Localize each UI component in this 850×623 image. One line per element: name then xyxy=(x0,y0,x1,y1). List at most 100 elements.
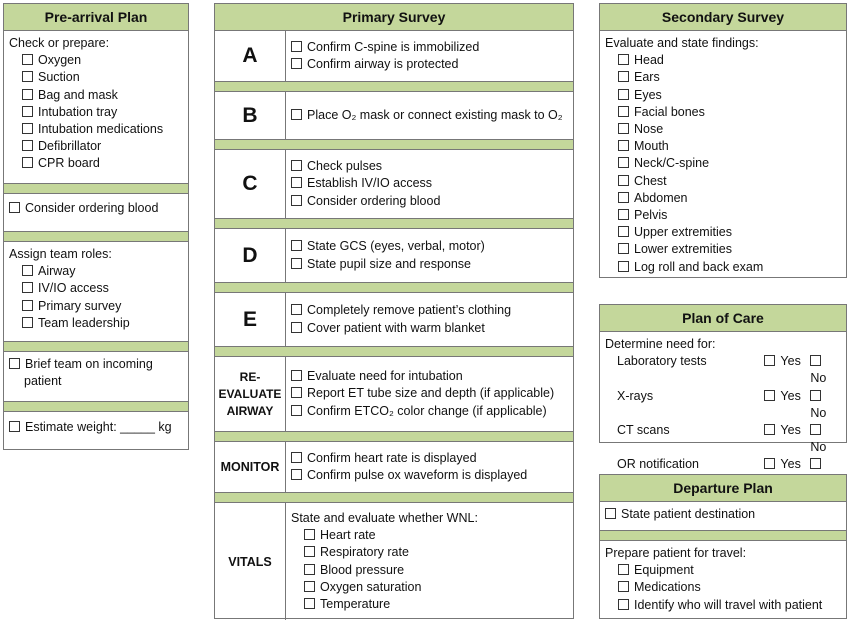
separator xyxy=(215,346,573,357)
checkbox[interactable] xyxy=(22,299,33,311)
checkbox[interactable] xyxy=(618,54,629,66)
yes-checkbox[interactable] xyxy=(764,389,776,401)
separator xyxy=(215,218,573,229)
yes-label: Yes xyxy=(780,388,801,403)
checkbox[interactable] xyxy=(22,157,33,169)
yes-option: Yes xyxy=(764,353,810,387)
secondary-item-label: Head xyxy=(634,53,664,68)
checkbox[interactable] xyxy=(304,546,315,558)
checkbox[interactable] xyxy=(291,58,302,69)
checkbox[interactable] xyxy=(291,240,302,252)
checkbox[interactable] xyxy=(22,123,33,135)
checkbox[interactable] xyxy=(618,243,629,255)
checkbox[interactable] xyxy=(618,226,629,238)
checkbox[interactable] xyxy=(291,451,302,463)
checkbox[interactable] xyxy=(291,370,302,382)
checkbox[interactable] xyxy=(618,209,629,221)
no-checkbox[interactable] xyxy=(810,458,822,470)
checkbox[interactable] xyxy=(618,598,629,610)
checkbox[interactable] xyxy=(22,71,33,83)
checkbox[interactable] xyxy=(22,88,33,100)
vital-item-label: Blood pressure xyxy=(320,562,405,577)
checkbox[interactable] xyxy=(618,140,629,152)
checkbox[interactable] xyxy=(291,160,302,172)
yes-checkbox[interactable] xyxy=(764,424,776,436)
roles-intro: Assign team roles: xyxy=(9,247,112,261)
primary-item: Report ET tube size and depth (if applic… xyxy=(291,385,568,402)
checkbox[interactable] xyxy=(291,257,302,269)
checkbox[interactable] xyxy=(291,321,302,333)
checkbox[interactable] xyxy=(304,580,315,592)
secondary-item-label: Chest xyxy=(634,173,667,188)
secondary-item-label: Lower extremities xyxy=(634,242,732,257)
checkbox[interactable] xyxy=(605,508,616,519)
label-line: AIRWAY xyxy=(226,403,274,418)
primary-item: Confirm heart rate is displayed xyxy=(291,450,568,467)
checkbox[interactable] xyxy=(291,108,302,120)
checkbox[interactable] xyxy=(291,469,302,480)
secondary-item-label: Neck/C-spine xyxy=(634,156,710,171)
yes-option: Yes xyxy=(764,422,810,456)
no-checkbox[interactable] xyxy=(810,389,822,401)
no-checkbox[interactable] xyxy=(810,355,822,367)
checkbox[interactable] xyxy=(9,202,20,213)
checkbox[interactable] xyxy=(22,265,33,277)
check-item-label: Bag and mask xyxy=(38,87,118,102)
checkbox[interactable] xyxy=(22,282,33,294)
checkbox[interactable] xyxy=(291,40,302,52)
role-item: IV/IO access xyxy=(22,280,183,297)
primary-item-label: Report ET tube size and depth (if applic… xyxy=(307,386,555,401)
no-option: No xyxy=(810,422,841,456)
checkbox[interactable] xyxy=(618,157,629,169)
yes-option: Yes xyxy=(764,456,810,490)
primary-item: Evaluate need for intubation xyxy=(291,368,568,385)
checkbox[interactable] xyxy=(618,71,629,83)
checkbox[interactable] xyxy=(291,387,302,399)
yes-checkbox[interactable] xyxy=(764,458,776,470)
checkbox[interactable] xyxy=(618,123,629,135)
blood-section: Consider ordering blood xyxy=(4,194,188,231)
checkbox[interactable] xyxy=(304,529,315,541)
separator xyxy=(215,282,573,293)
checkbox[interactable] xyxy=(304,563,315,575)
checkbox[interactable] xyxy=(618,88,629,100)
checkbox[interactable] xyxy=(618,174,629,186)
checkbox[interactable] xyxy=(618,105,629,117)
no-checkbox[interactable] xyxy=(810,424,822,436)
checkbox[interactable] xyxy=(22,54,33,66)
checkbox[interactable] xyxy=(618,581,629,593)
primary-survey-title: Primary Survey xyxy=(215,4,573,31)
secondary-item: Lower extremities xyxy=(618,241,841,258)
separator xyxy=(215,492,573,503)
vital-item-label: Temperature xyxy=(320,596,391,611)
checkbox[interactable] xyxy=(9,358,20,369)
brief-label-cont: patient xyxy=(24,374,62,389)
checkbox[interactable] xyxy=(618,260,629,272)
checkbox[interactable] xyxy=(618,564,629,576)
checkbox[interactable] xyxy=(22,140,33,152)
checkbox[interactable] xyxy=(291,194,302,206)
checkbox[interactable] xyxy=(22,316,33,328)
checkbox[interactable] xyxy=(291,177,302,189)
primary-item-label: Confirm airway is protected xyxy=(307,57,459,71)
brief-section: Brief team on incoming patient xyxy=(4,352,188,401)
secondary-item-label: Eyes xyxy=(634,87,662,102)
checkbox[interactable] xyxy=(304,597,315,609)
checkbox[interactable] xyxy=(618,191,629,203)
checkbox[interactable] xyxy=(291,304,302,316)
secondary-item: Eyes xyxy=(618,87,841,104)
checkbox[interactable] xyxy=(22,105,33,117)
checkbox[interactable] xyxy=(291,404,302,416)
yes-checkbox[interactable] xyxy=(764,355,776,367)
destination-section: State patient destination xyxy=(600,502,846,530)
primary-item: Place O₂ mask or connect existing mask t… xyxy=(291,107,568,124)
primary-item-label: Evaluate need for intubation xyxy=(307,369,463,384)
checkbox[interactable] xyxy=(9,421,20,432)
